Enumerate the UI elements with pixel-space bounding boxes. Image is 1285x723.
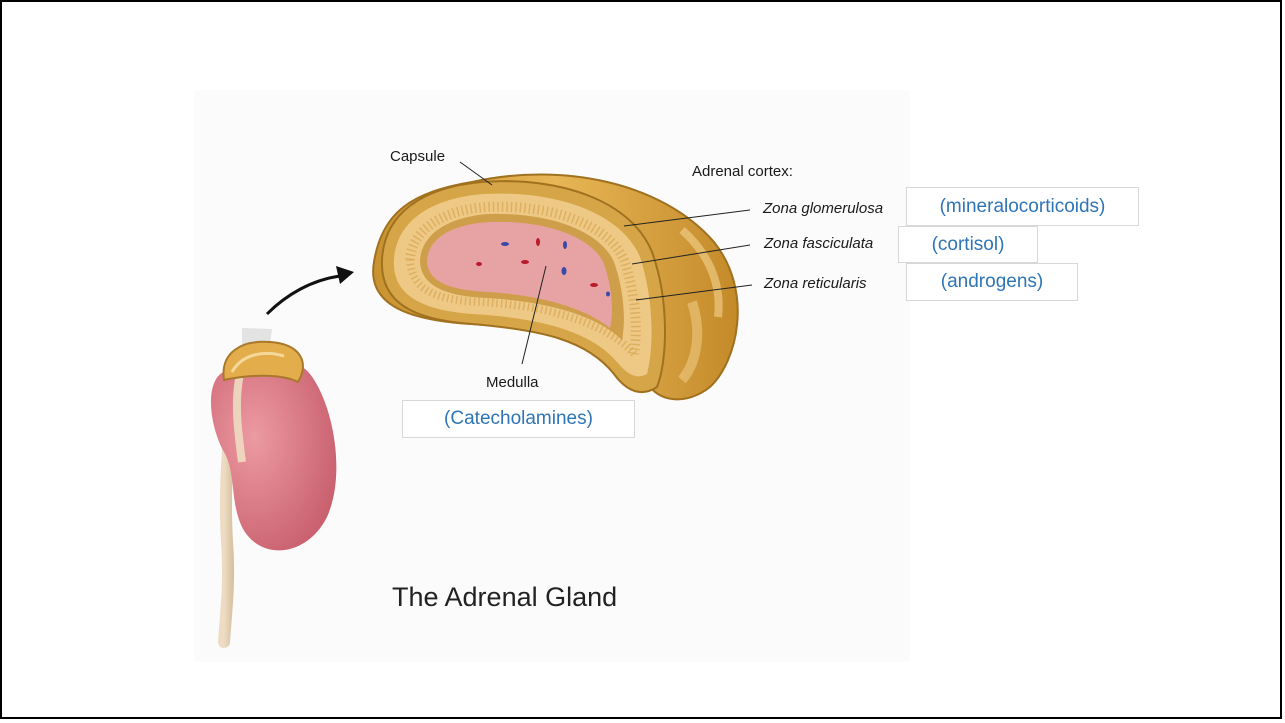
pointer-arrow <box>267 266 354 314</box>
diagram-title: The Adrenal Gland <box>392 582 617 613</box>
adrenal-cross-section <box>373 175 738 400</box>
androgens-box: (androgens) <box>906 263 1078 301</box>
cortisol-box: (cortisol) <box>898 226 1038 263</box>
catecholamines-box: (Catecholamines) <box>402 400 635 438</box>
zona-fasciculata-label: Zona fasciculata <box>764 235 873 252</box>
zona-reticularis-label: Zona reticularis <box>764 275 867 292</box>
medulla-label: Medulla <box>486 374 539 391</box>
adrenal-cortex-label: Adrenal cortex: <box>692 163 793 180</box>
kidney-illustration <box>211 328 336 642</box>
zona-glomerulosa-label: Zona glomerulosa <box>763 200 883 217</box>
mineralocorticoids-box: (mineralocorticoids) <box>906 187 1139 226</box>
capsule-label: Capsule <box>390 148 445 165</box>
